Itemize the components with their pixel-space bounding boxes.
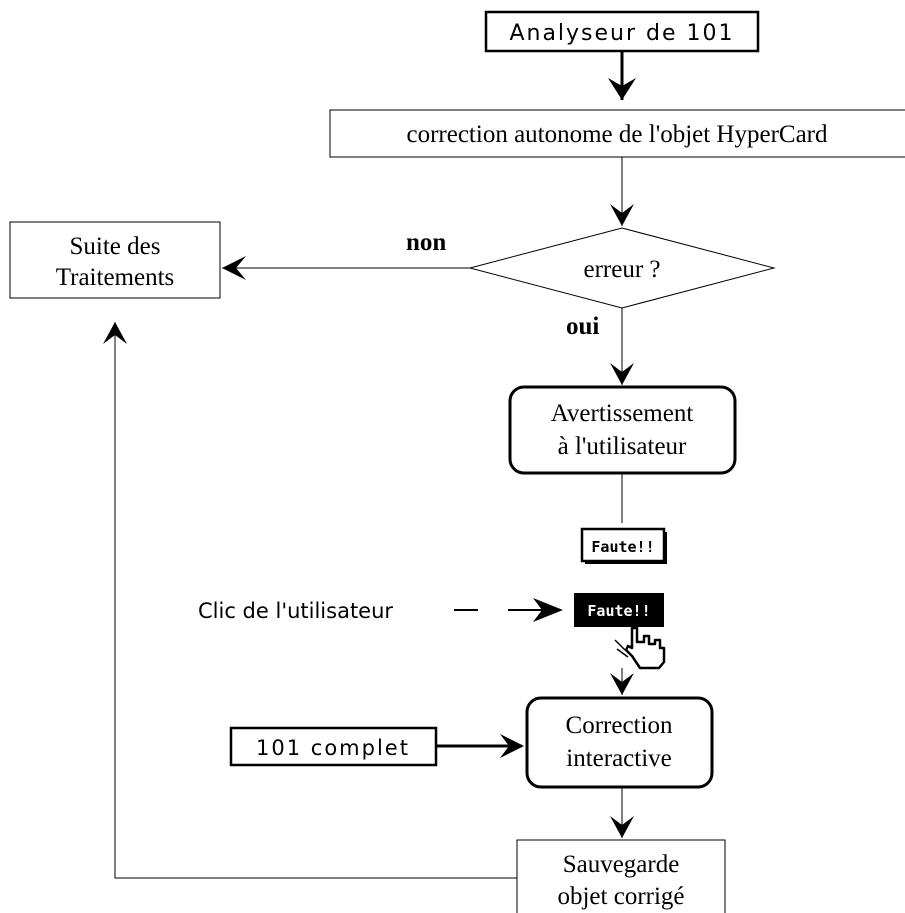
faute-button-clicked-label: Faute!!	[587, 602, 650, 620]
suite-label-line2: Traitements	[56, 264, 175, 291]
edge-clic: Clic de l'utilisateur	[198, 598, 563, 623]
avertissement-label-line1: Avertissement	[551, 400, 694, 427]
edge-analyseur-to-correction	[608, 51, 636, 100]
oui-label: oui	[566, 313, 599, 340]
hand-pointer-icon	[614, 626, 666, 670]
sauvegarde-node: Sauvegarde objet corrigé	[516, 839, 726, 913]
sauvegarde-label-line1: Sauvegarde	[563, 851, 680, 878]
analyseur-node: Analyseur de 101	[484, 10, 760, 53]
suite-node: Suite des Traitements	[9, 221, 221, 299]
correction-interactive-label-line2: interactive	[566, 745, 672, 772]
sauvegarde-label-line2: objet corrigé	[557, 883, 684, 910]
decision-label: erreur ?	[583, 256, 660, 283]
correction-autonome-node: correction autonome de l'objet HyperCard	[329, 109, 905, 158]
correction-autonome-label: correction autonome de l'objet HyperCard	[406, 121, 828, 148]
edge-correction-to-sauvegarde	[610, 787, 634, 838]
faute-button-clicked[interactable]: Faute!!	[574, 593, 664, 627]
faute-button[interactable]: Faute!!	[580, 527, 667, 564]
avertissement-label-line2: à l'utilisateur	[558, 433, 687, 460]
faute-button-label: Faute!!	[591, 538, 654, 556]
avertissement-node: Avertissement à l'utilisateur	[508, 385, 737, 475]
non-label: non	[406, 229, 446, 256]
edge-correction-to-decision	[610, 157, 634, 226]
suite-label-line1: Suite des	[70, 233, 161, 260]
edge-complet-to-correction	[436, 734, 524, 758]
edge-sauvegarde-to-suite	[103, 322, 517, 879]
analyseur-label: Analyseur de 101	[509, 21, 734, 46]
edge-non: non	[222, 229, 470, 280]
decision-node: erreur ?	[468, 227, 776, 309]
edge-oui: oui	[566, 308, 634, 385]
complet-node: 101 complet	[229, 726, 438, 767]
correction-interactive-label-line1: Correction	[566, 712, 673, 739]
correction-interactive-node: Correction interactive	[525, 696, 714, 789]
complet-label: 101 complet	[256, 736, 410, 760]
clic-label: Clic de l'utilisateur	[198, 599, 393, 623]
edge-faute-to-correction	[610, 668, 634, 695]
